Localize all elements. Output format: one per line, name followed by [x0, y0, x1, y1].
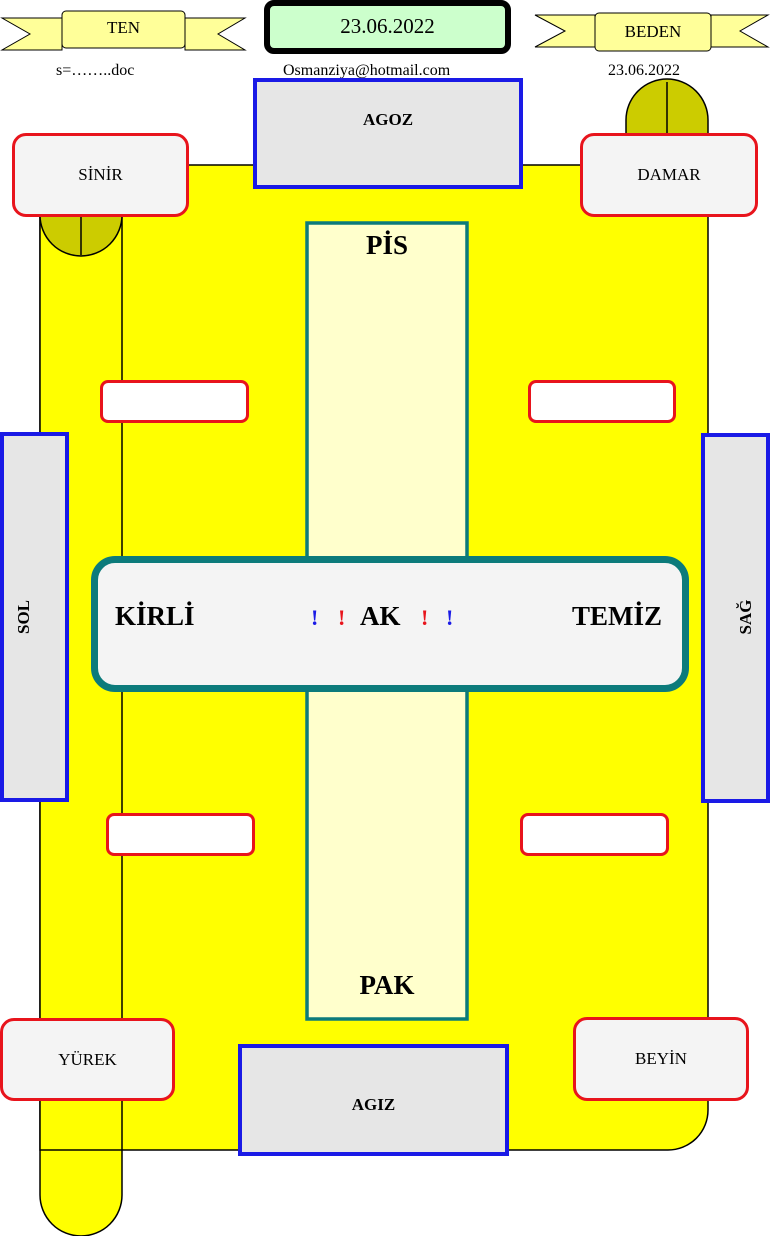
- temiz-label: TEMİZ: [572, 601, 663, 631]
- blank-bar-lower-left: [106, 813, 255, 856]
- agoz-box: AGOZ: [253, 78, 523, 189]
- exclaim-red-left: !: [338, 605, 346, 630]
- sinir-box: SİNİR: [12, 133, 189, 217]
- document-note: s=……..doc: [56, 62, 135, 79]
- beyin-box: BEYİN: [573, 1017, 749, 1101]
- kirli-label: KİRLİ: [115, 601, 195, 631]
- exclaim-blue-right: !: [446, 605, 454, 630]
- beyin-label: BEYİN: [635, 1049, 687, 1068]
- yurek-label: YÜREK: [58, 1049, 117, 1069]
- right-date: 23.06.2022: [608, 62, 680, 79]
- sol-box: [0, 432, 69, 802]
- exclaim-blue-left: !: [311, 605, 319, 630]
- beden-ribbon-label: BEDEN: [624, 22, 682, 41]
- email-text: Osmanziya@hotmail.com: [283, 62, 451, 79]
- ak-label: AK: [360, 601, 401, 631]
- date-box: 23.06.2022: [264, 0, 511, 54]
- sag-box: [701, 433, 770, 803]
- sag-label: SAĞ: [736, 599, 755, 635]
- exclaim-red-right: !: [421, 605, 429, 630]
- left-ribbon-shape: [0, 10, 247, 51]
- agiz-box: AGIZ: [238, 1044, 509, 1156]
- sinir-label: SİNİR: [78, 165, 123, 184]
- yurek-box: YÜREK: [0, 1018, 175, 1101]
- blank-bar-upper-right: [528, 380, 676, 423]
- damar-box: DAMAR: [580, 133, 758, 217]
- date-box-text: 23.06.2022: [340, 14, 435, 38]
- agiz-label: AGIZ: [351, 1095, 396, 1114]
- ten-ribbon-label: TEN: [106, 18, 141, 37]
- blank-bar-upper-left: [100, 380, 249, 423]
- pak-label: PAK: [359, 970, 415, 1000]
- agoz-label: AGOZ: [362, 109, 414, 129]
- pis-label: PİS: [365, 230, 409, 260]
- right-ribbon-shape: [534, 12, 770, 52]
- sol-label: SOL: [14, 599, 33, 635]
- center-panel: KİRLİ ! ! AK ! ! TEMİZ: [91, 556, 689, 692]
- blank-bar-lower-right: [520, 813, 669, 856]
- damar-label: DAMAR: [637, 165, 701, 184]
